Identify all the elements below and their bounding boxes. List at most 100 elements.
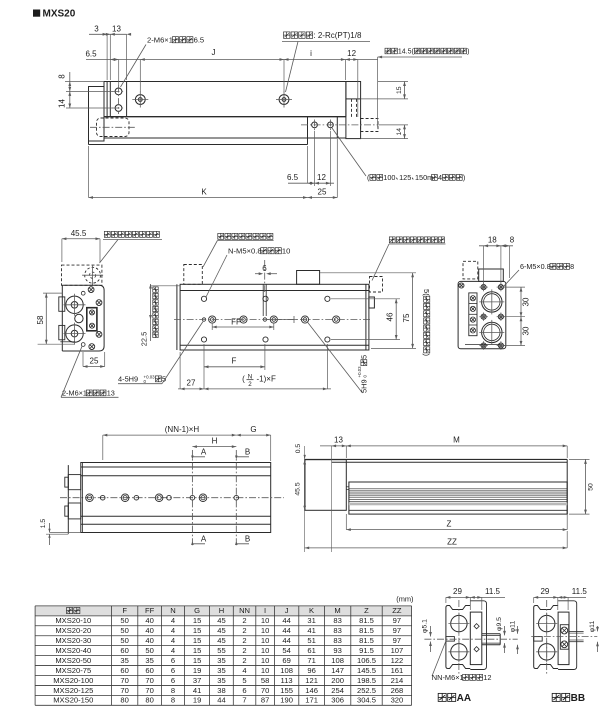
svg-text:69: 69 [282, 656, 290, 665]
svg-text:44: 44 [217, 696, 225, 705]
svg-text:4: 4 [171, 646, 175, 655]
svg-text:Z: Z [364, 606, 369, 615]
svg-text:(: ( [367, 173, 370, 182]
svg-text:46: 46 [386, 312, 395, 321]
svg-text:-1)×F: -1)×F [257, 375, 276, 384]
svg-text:7: 7 [242, 696, 246, 705]
svg-text:40: 40 [145, 626, 153, 635]
svg-text:10: 10 [261, 656, 269, 665]
svg-text:6-M5×0.8: 6-M5×0.8 [520, 262, 551, 271]
svg-text:G: G [250, 425, 256, 434]
svg-text:30: 30 [522, 326, 531, 335]
svg-text:306: 306 [331, 696, 344, 705]
svg-text:268: 268 [391, 686, 404, 695]
svg-text:44: 44 [282, 626, 290, 635]
svg-text:58: 58 [36, 315, 45, 324]
svg-text:4: 4 [171, 626, 175, 635]
svg-text:13: 13 [107, 389, 115, 398]
svg-text:106.5: 106.5 [357, 656, 376, 665]
svg-text:6.5: 6.5 [85, 50, 97, 59]
svg-text:MXS20-100: MXS20-100 [53, 676, 93, 685]
svg-text:30: 30 [522, 297, 531, 306]
svg-text:108: 108 [280, 666, 293, 675]
svg-text:15: 15 [193, 626, 201, 635]
svg-text:Z: Z [447, 519, 452, 528]
svg-text:50: 50 [120, 636, 128, 645]
svg-text:60: 60 [145, 666, 153, 675]
svg-text:2: 2 [248, 381, 252, 388]
svg-text:MXS20-40: MXS20-40 [55, 646, 91, 655]
svg-text:10: 10 [261, 626, 269, 635]
svg-text:70: 70 [145, 676, 153, 685]
svg-text:254: 254 [331, 686, 344, 695]
svg-text:14: 14 [58, 99, 67, 108]
svg-text:6: 6 [242, 686, 246, 695]
svg-text:70: 70 [145, 686, 153, 695]
svg-text:MXS20: MXS20 [43, 9, 76, 20]
svg-text:6: 6 [171, 666, 175, 675]
svg-text:190: 190 [280, 696, 293, 705]
svg-text:12: 12 [347, 49, 356, 58]
svg-text:10: 10 [261, 616, 269, 625]
svg-text:45.5: 45.5 [71, 229, 87, 238]
svg-text:B: B [245, 535, 250, 544]
svg-text:80: 80 [145, 696, 153, 705]
svg-text:6.5: 6.5 [194, 36, 205, 45]
svg-text:83: 83 [333, 626, 341, 635]
svg-text:8: 8 [171, 696, 175, 705]
svg-text:51: 51 [307, 636, 315, 645]
svg-text:37: 37 [193, 676, 201, 685]
svg-text:N: N [248, 374, 252, 381]
svg-text:MXS20-10: MXS20-10 [55, 616, 91, 625]
svg-text:φ11: φ11 [589, 621, 596, 633]
svg-text:I: I [264, 606, 266, 615]
svg-text:M: M [453, 436, 460, 445]
svg-text:): ) [463, 173, 465, 182]
svg-text:35: 35 [217, 666, 225, 675]
svg-text:i: i [310, 49, 312, 58]
svg-text:35: 35 [120, 656, 128, 665]
svg-text:FF: FF [231, 318, 241, 327]
svg-text:71: 71 [307, 656, 315, 665]
svg-text:): ) [467, 49, 469, 56]
svg-text:3: 3 [94, 25, 99, 34]
svg-text:35: 35 [145, 656, 153, 665]
svg-text:5(: 5( [422, 289, 431, 296]
svg-text:50: 50 [588, 483, 595, 491]
svg-text:J: J [285, 606, 289, 615]
svg-text:G: G [194, 606, 200, 615]
svg-text:31: 31 [307, 616, 315, 625]
svg-text:5: 5 [242, 676, 246, 685]
svg-text:K: K [309, 606, 314, 615]
svg-text:214: 214 [391, 676, 404, 685]
svg-text:304.5: 304.5 [357, 696, 376, 705]
svg-text:252.5: 252.5 [357, 686, 376, 695]
svg-text:35: 35 [217, 656, 225, 665]
svg-text:B: B [245, 448, 250, 457]
svg-text:147: 147 [331, 666, 344, 675]
svg-text:15: 15 [396, 86, 403, 94]
svg-text:+0.03: +0.03 [357, 366, 362, 378]
svg-text:4-5H9: 4-5H9 [118, 375, 138, 384]
svg-text:125: 125 [399, 173, 411, 182]
svg-text:14: 14 [396, 128, 403, 136]
svg-text:2: 2 [242, 646, 246, 655]
svg-text:13: 13 [112, 25, 121, 34]
svg-text:10: 10 [261, 636, 269, 645]
svg-text:58: 58 [261, 676, 269, 685]
svg-text:55: 55 [217, 646, 225, 655]
svg-text:10: 10 [261, 646, 269, 655]
svg-text:41: 41 [193, 686, 201, 695]
svg-text:14.5(: 14.5( [398, 49, 415, 56]
svg-text:10: 10 [261, 666, 269, 675]
svg-text:97: 97 [393, 626, 401, 635]
svg-text:MXS20-125: MXS20-125 [53, 686, 93, 695]
svg-text:MXS20-20: MXS20-20 [55, 626, 91, 635]
svg-text:J: J [212, 48, 216, 57]
svg-text:81.5: 81.5 [359, 626, 374, 635]
svg-text:15: 15 [193, 636, 201, 645]
svg-text:M: M [334, 606, 340, 615]
svg-text:ZZ: ZZ [447, 538, 457, 547]
svg-text:8: 8 [58, 74, 67, 79]
svg-text:40: 40 [145, 616, 153, 625]
